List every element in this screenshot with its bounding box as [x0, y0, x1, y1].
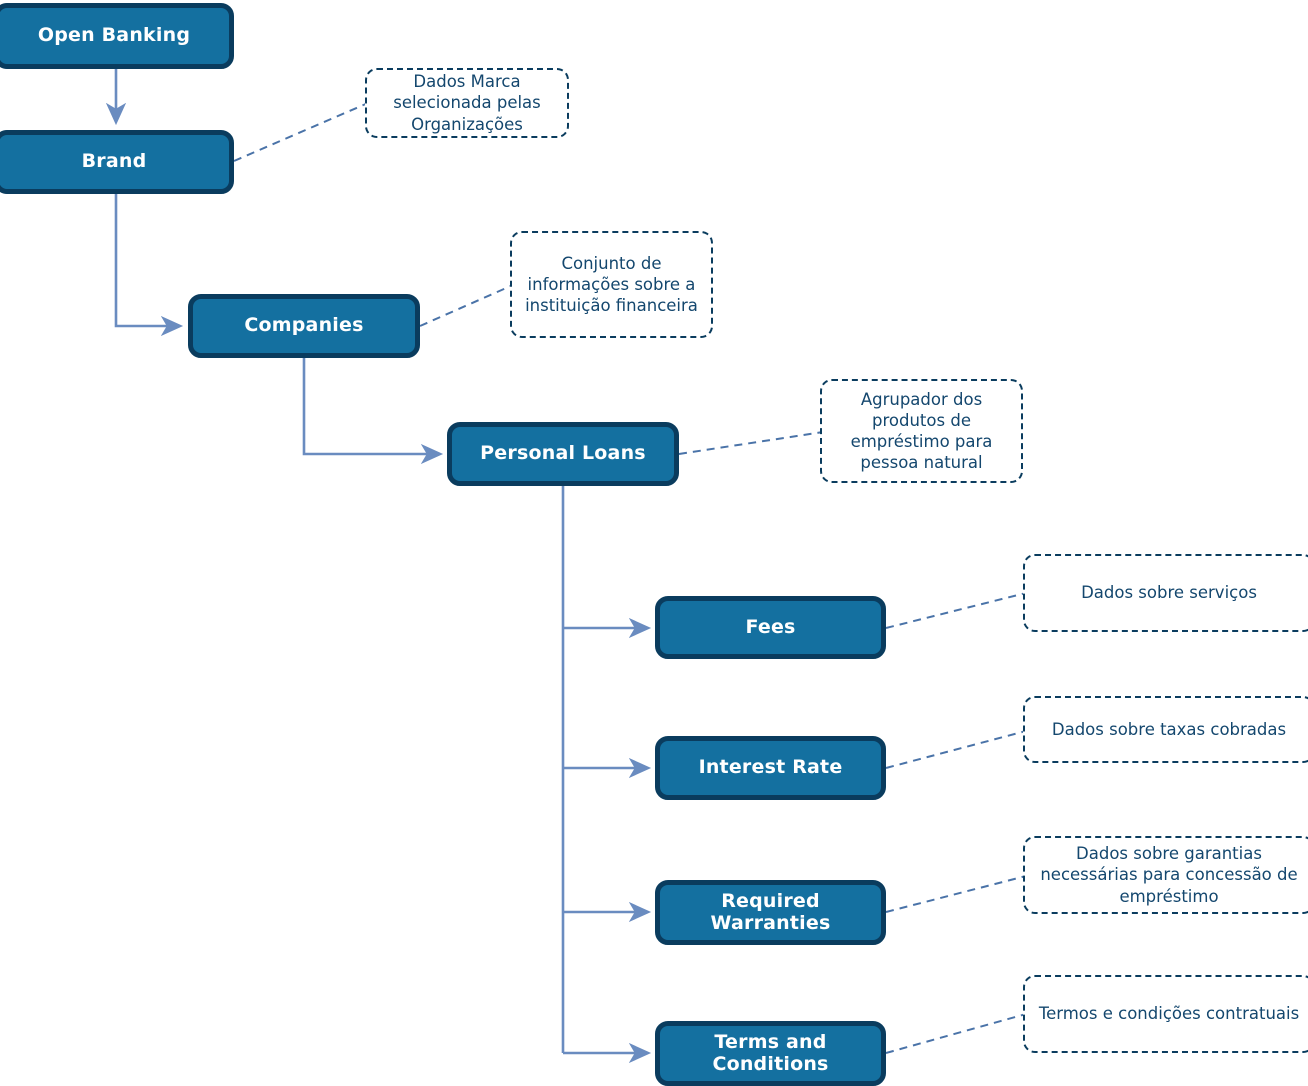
edge-note-personal-loans — [678, 431, 824, 455]
node-companies[interactable]: Companies — [188, 294, 420, 358]
edge-brand-companies — [114, 194, 184, 337]
edge-note-brand — [233, 102, 369, 162]
node-open-banking[interactable]: Open Banking — [0, 3, 234, 69]
note-terms-and-conditions: Termos e condições contratuais — [1023, 975, 1308, 1053]
note-interest-rate: Dados sobre taxas cobradas — [1023, 696, 1308, 763]
node-fees[interactable]: Fees — [655, 596, 886, 659]
node-brand[interactable]: Brand — [0, 130, 234, 194]
node-personal-loans[interactable]: Personal Loans — [447, 422, 679, 486]
node-terms-and-conditions[interactable]: Terms and Conditions — [655, 1021, 886, 1086]
note-personal-loans: Agrupador dos produtos de empréstimo par… — [820, 379, 1023, 483]
edge-note-companies — [419, 284, 514, 327]
note-companies: Conjunto de informações sobre a institui… — [510, 231, 713, 338]
node-required-warranties[interactable]: Required Warranties — [655, 880, 886, 945]
edge-note-terms-and-conditions — [885, 1013, 1027, 1054]
note-brand: Dados Marca selecionada pelas Organizaçõ… — [365, 68, 569, 138]
edge-note-fees — [885, 592, 1027, 629]
node-interest-rate[interactable]: Interest Rate — [655, 736, 886, 800]
edge-note-interest-rate — [885, 730, 1027, 769]
note-required-warranties: Dados sobre garantias necessárias para c… — [1023, 836, 1308, 914]
note-fees: Dados sobre serviços — [1023, 554, 1308, 632]
edge-note-required-warranties — [885, 875, 1027, 913]
edge-companies-personal-loans — [302, 358, 444, 465]
